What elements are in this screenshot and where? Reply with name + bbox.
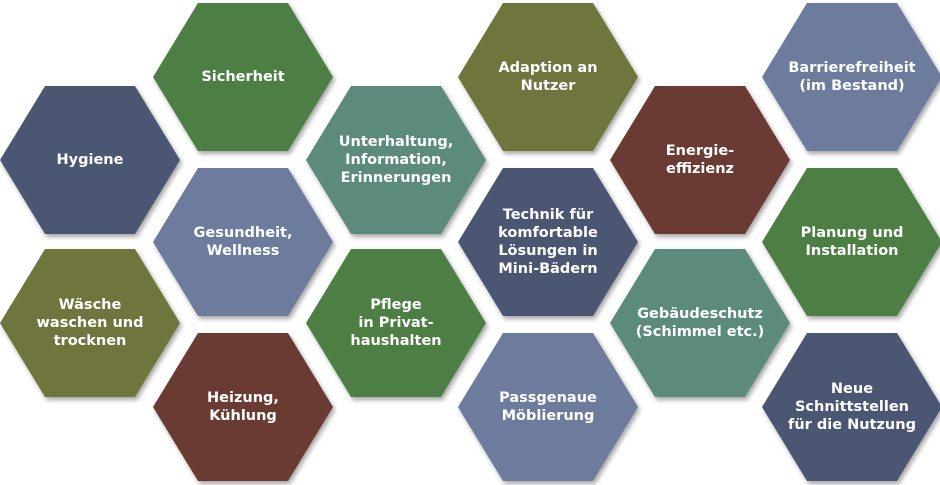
hexagon-tile: Energie-effizienz <box>610 86 790 234</box>
hexagon-label-line: Information, <box>345 152 447 168</box>
hexagon-label: Hygiene <box>57 152 124 168</box>
hexagon-tile: Sicherheit <box>153 3 333 151</box>
hexagon-label: Sicherheit <box>201 69 284 85</box>
hexagon-shape <box>610 249 790 397</box>
hexagon-tile: Heizung, Kühlung <box>153 333 333 481</box>
hexagon-label-line: Adaption an <box>498 60 597 76</box>
hexagon-label-line: (Schimmel etc.) <box>636 324 765 340</box>
hexagon-label-line: Schnittstellen <box>795 399 909 415</box>
hexagon-label-line: Gebäudeschutz <box>637 306 763 322</box>
hexagon-label-line: komfortable <box>498 225 598 241</box>
hexagon-tile: Pflege in Privat-haushalten <box>306 249 486 397</box>
hexagon-tile: Barrierefreiheit (im Bestand) <box>762 3 940 151</box>
hexagon-label-line: Unterhaltung, <box>339 134 454 150</box>
hexagon-shape <box>762 3 940 151</box>
hexagon-label-line: Planung und <box>801 225 904 241</box>
hexagon-shape <box>762 168 940 316</box>
hexagon-shape <box>306 249 486 397</box>
hexagon-shape <box>0 249 180 397</box>
hexagon-label: Barrierefreiheit (im Bestand) <box>788 60 915 94</box>
hexagon-label: Heizung, Kühlung <box>207 390 279 424</box>
hexagon-label-line: Installation <box>806 243 899 259</box>
hexagon-label-line: Wäsche <box>59 297 122 313</box>
hexagon-shape <box>610 86 790 234</box>
hexagon-label: Unterhaltung, Information, Erinnerungen <box>339 134 454 186</box>
hexagon-label-line: haushalten <box>350 333 441 349</box>
hexagon-shape <box>762 333 940 481</box>
hexagon-label-line: Barrierefreiheit <box>788 60 915 76</box>
hexagon-shape <box>458 168 638 316</box>
hexagon-label-line: (im Bestand) <box>799 78 904 94</box>
hexagon-tile: Gesundheit, Wellness <box>153 168 333 316</box>
hexagon-label-line: Möblierung <box>502 408 595 424</box>
hexagon-label-line: Lösungen in <box>498 243 597 259</box>
hexagon-shape <box>153 3 333 151</box>
hexagon-tile: Adaption an Nutzer <box>458 3 638 151</box>
hexagon-label: Energie-effizienz <box>666 143 734 177</box>
hexagon-label: Wäsche waschen und trocknen <box>37 297 144 349</box>
hexagon-tile: Unterhaltung, Information, Erinnerungen <box>306 86 486 234</box>
hexagon-label-line: in Privat- <box>358 315 433 331</box>
hexagon-label-line: Technik für <box>503 207 594 223</box>
hexagon-label-line: Heizung, <box>207 390 279 406</box>
hexagon-label-line: Hygiene <box>57 152 124 168</box>
hexagon-label-line: Nutzer <box>521 78 577 94</box>
hexagon-label-line: Energie- <box>666 143 734 159</box>
hexagon-label-line: für die Nutzung <box>788 417 916 433</box>
hexagon-shape <box>0 86 180 234</box>
hexagon-shape <box>458 3 638 151</box>
hexagon-label: Gesundheit, Wellness <box>194 225 293 259</box>
hexagon-label: Adaption an Nutzer <box>498 60 597 94</box>
hexagon-tile: Gebäudeschutz (Schimmel etc.) <box>610 249 790 397</box>
hexagon-tile: Hygiene <box>0 86 180 234</box>
hexagon-shape <box>153 168 333 316</box>
hexagon-shape <box>458 333 638 481</box>
hexagon-shape <box>306 86 486 234</box>
hexagon-label-line: trocknen <box>54 333 127 349</box>
hexagon-label-line: Pflege <box>370 297 422 313</box>
hexagon-label-line: Passgenaue <box>499 390 597 406</box>
hexagon-label: Gebäudeschutz (Schimmel etc.) <box>636 306 765 340</box>
hexagon-tile: Wäsche waschen und trocknen <box>0 249 180 397</box>
hexagon-label-line: Mini-Bädern <box>498 261 597 277</box>
hexagon-label: Pflege in Privat-haushalten <box>350 297 441 349</box>
hexagon-shape <box>153 333 333 481</box>
hexagon-label-line: Wellness <box>207 243 280 259</box>
hexagon-label-line: Gesundheit, <box>194 225 293 241</box>
hexagon-label-line: Neue <box>831 381 873 397</box>
hexagon-label-line: effizienz <box>666 161 734 177</box>
hexagon-label-line: Kühlung <box>209 408 277 424</box>
hexagon-label-line: waschen und <box>37 315 144 331</box>
hexagon-label-line: Sicherheit <box>201 69 284 85</box>
hexagon-label-line: Erinnerungen <box>341 170 452 186</box>
